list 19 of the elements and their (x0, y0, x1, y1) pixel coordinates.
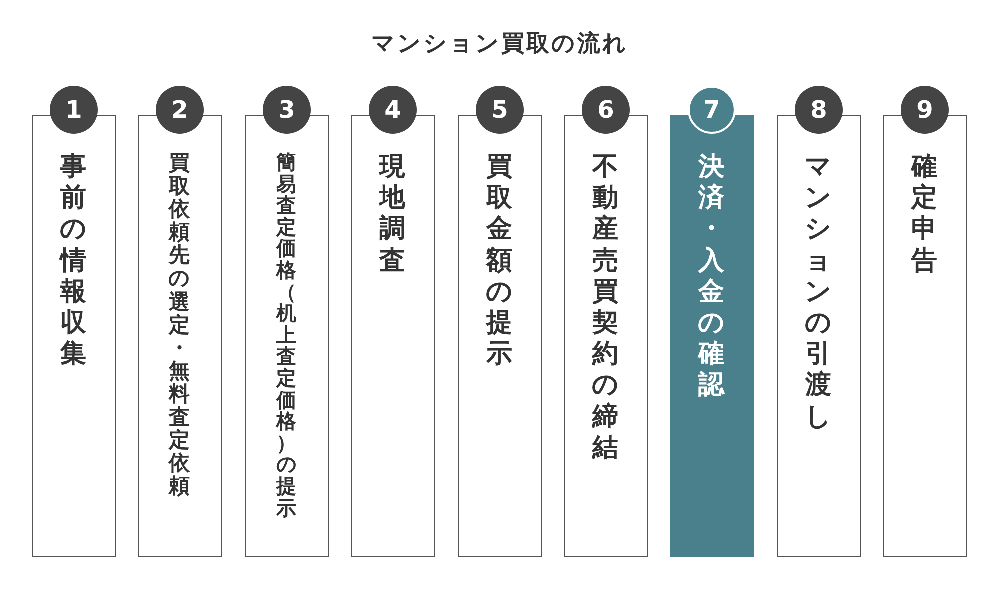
step-number: 9 (901, 86, 949, 134)
step-label: 現地調査 (378, 152, 406, 277)
step-label: 不動産売買契約の締結 (592, 152, 620, 464)
step-number: 7 (688, 86, 736, 134)
step-number: 5 (476, 86, 524, 134)
step-label: 決済・入金の確認 (698, 152, 726, 402)
step-number: 1 (50, 86, 98, 134)
step-label: 簡易査定価格（机上査定価格）の提示 (276, 152, 298, 520)
step-number: 8 (795, 86, 843, 134)
step-number: 6 (582, 86, 630, 134)
title: マンション買取の流れ (370, 30, 630, 59)
step-number: 2 (156, 86, 204, 134)
step-number: 4 (369, 86, 417, 134)
step-label: 買取金額の提示 (486, 152, 514, 370)
step-number: 3 (263, 86, 311, 134)
step-label: 確定申告 (910, 152, 938, 277)
step-label: 事前の情報収集 (60, 152, 88, 370)
step-label: 買取依頼先の選定・無料査定依頼 (168, 152, 191, 498)
step-label: マンションの引渡し (804, 152, 832, 433)
